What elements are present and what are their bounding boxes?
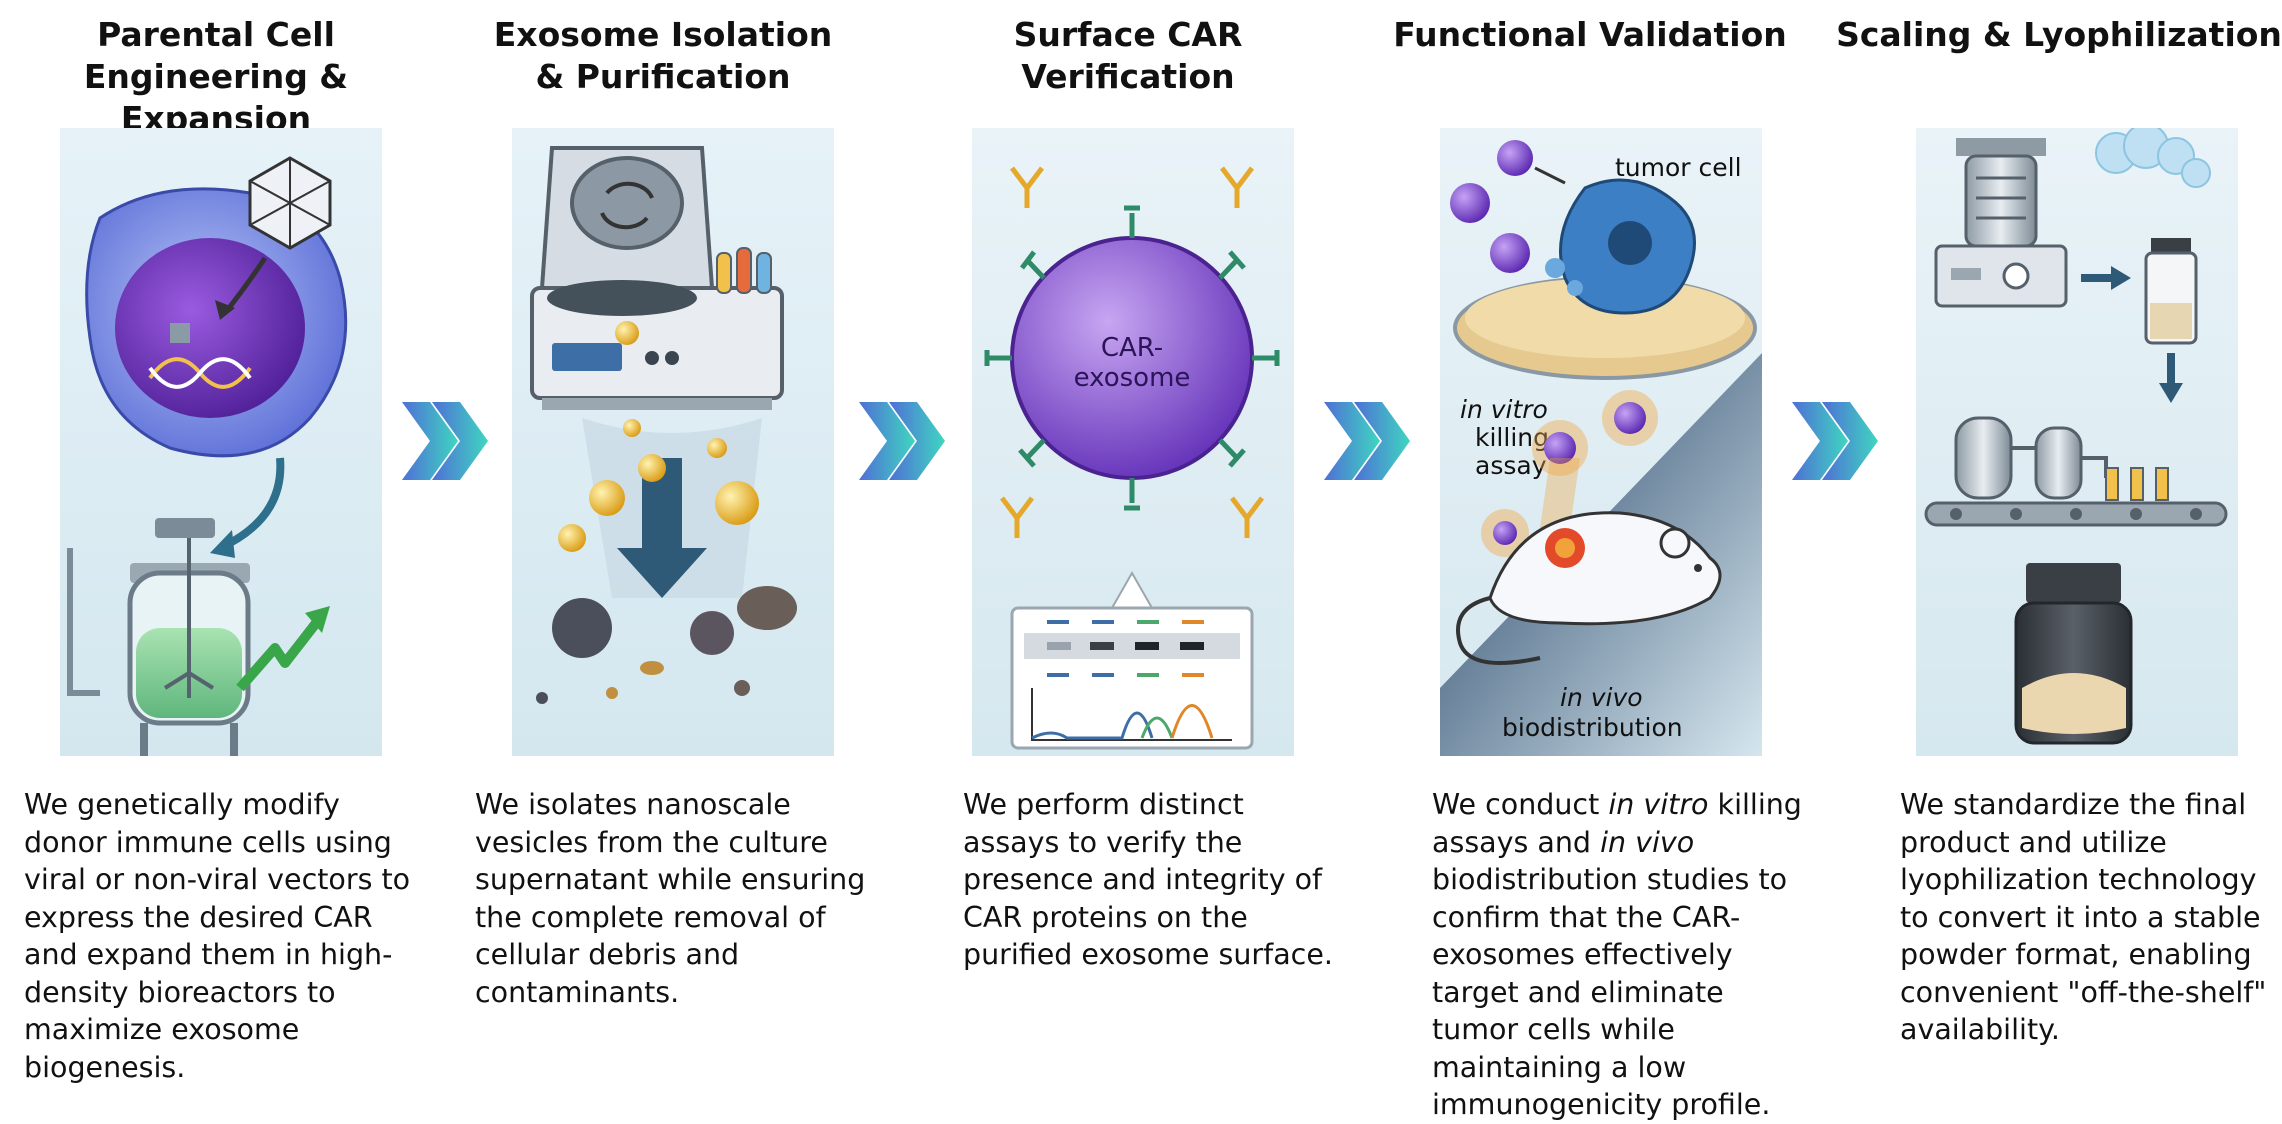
biodistribution-label: biodistribution [1502,713,1683,742]
chevron-right-icon [857,400,947,482]
antibody-icons [1000,166,1264,538]
step-5-description: We standardize the final product and uti… [1900,788,2267,1046]
step-5-title: Scaling & Lyophilization [1836,15,2282,54]
invitro-label: in vitro [1460,395,1548,424]
cellular-debris-icon [536,586,797,704]
step-5-illustration [1916,128,2238,756]
down-arrow-icon [617,458,707,598]
viral-vector-icon [248,156,332,250]
dna-icon [148,357,252,389]
lyophilizer-icon [1934,138,2068,308]
step-2: Exosome Isolation & Purification [452,0,874,1080]
chevron-right-icon [1322,400,1412,482]
assay-label: assay [1475,451,1547,480]
step-1-description: We genetically modify donor immune cells… [24,788,411,1084]
step-3-description: We perform distinct assays to verify the… [963,788,1333,971]
powder-vial-icon [2014,563,2133,745]
vapor-cloud-icon [2095,128,2211,188]
step-3-title: Surface CAR Verification [1013,15,1243,96]
mouse-icon [1456,511,1722,665]
car-receptor-icons [984,205,1280,511]
petri-dish-icon [1453,276,1757,380]
exosome-label-line2: exosome [1074,363,1191,393]
chevron-right-icon [1790,400,1880,482]
step-1-illustration [60,128,382,756]
exosome-particles-icon [558,321,759,552]
chevron-right-icon [400,400,490,482]
assay-results-card [1010,606,1254,750]
vial-icon [2144,238,2198,345]
glowing-exosome-icons [1481,390,1658,557]
tumor-cell-label: tumor cell [1615,153,1742,182]
step-2-illustration [512,128,834,756]
step-4-illustration: tumor cell in vitro killing assay [1440,128,1762,756]
step-3-illustration: CAR- exosome [972,128,1294,756]
test-tubes-icon [716,247,772,294]
exosome-particles-icon [1450,140,1583,296]
bioreactor-icon [67,323,251,756]
production-line-icon [1924,416,2228,527]
killing-label: killing [1475,423,1549,452]
centrifuge-icon [530,146,784,410]
exosome-label-line1: CAR- [1101,333,1163,363]
growth-arrow-icon [236,614,324,692]
invivo-label: in vivo [1560,683,1643,712]
step-3: Surface CAR Verification [904,0,1352,1080]
step-4-description: We conduct in vitro killing assays and i… [1432,788,1802,1121]
step-2-title: Exosome Isolation & Purification [493,15,833,96]
step-1-title: Parental Cell Engineering & Expansion [83,15,349,138]
step-4: Functional Validation [1374,0,1806,1080]
step-4-title: Functional Validation [1393,15,1787,54]
step-5: Scaling & Lyophilization [1836,0,2282,1080]
step-2-description: We isolates nanoscale vesicles from the … [475,788,866,1009]
